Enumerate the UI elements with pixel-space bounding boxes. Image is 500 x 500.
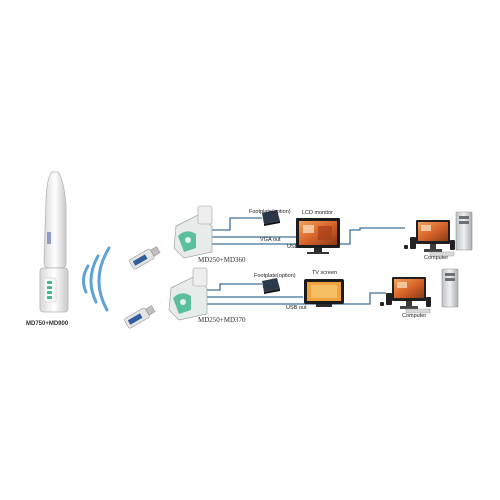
computer-bottom-icon [380,268,459,314]
lcd-monitor-icon [296,218,340,254]
receiver-unit-bottom [168,267,208,321]
usb-receiver-top [129,246,161,270]
bottom-computer-label: Computer [402,313,427,319]
footplate-top-icon [262,210,280,226]
usb-receiver-bottom [124,305,156,329]
intraoral-camera [39,171,69,313]
top-footplate-label: Footplate(option) [249,209,291,215]
bottom-footplate-label: Footplate(option) [254,273,296,279]
top-receiver-label: MD250+MD360 [198,256,246,264]
footplate-bottom-icon [262,278,280,294]
bottom-usb-label: USB out [286,305,307,311]
camera-buttons-icon [47,281,52,299]
bottom-receiver-label: MD250+MD370 [198,316,246,324]
tv-screen-icon [304,279,344,307]
top-computer-label: Computer [424,255,449,261]
top-usb-label: USB [287,244,299,250]
camera-label: MD750+MD900 [26,321,69,327]
receiver-unit-top [173,205,213,259]
top-vga-label: VGA out [260,237,281,243]
bottom-tv-label: TV screen [312,270,338,276]
computer-top-icon [404,211,473,257]
wireless-signal-icon [81,246,111,312]
top-monitor-label: LCD monitor [302,210,333,216]
